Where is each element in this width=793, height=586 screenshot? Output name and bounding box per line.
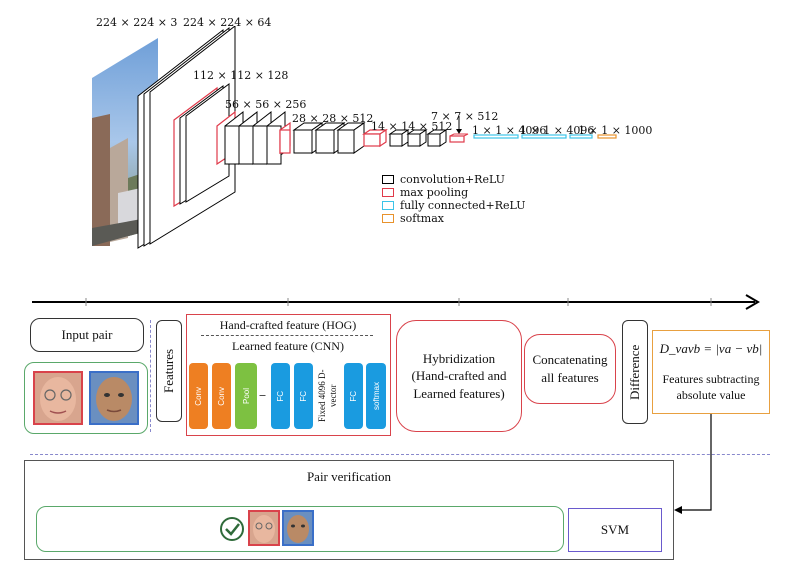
conv-layer-2: Conv (212, 363, 231, 429)
divider (201, 335, 373, 336)
formula-subtitle: Features subtracting absolute value (662, 372, 760, 403)
hybridization-box: Hybridization (Hand-crafted and Learned … (396, 320, 522, 432)
legend-swatch-fc (382, 201, 394, 210)
feature-extraction-box: Hand-crafted feature (HOG) Learned featu… (186, 314, 391, 436)
svm-box: SVM (568, 508, 662, 552)
legend-label: softmax (400, 212, 444, 225)
legend-swatch-pool (382, 188, 394, 197)
conv-block-4 (279, 121, 366, 155)
input-faces-panel (24, 362, 148, 434)
legend-swatch-softmax (382, 214, 394, 223)
timeline-arrow (32, 294, 760, 310)
difference-box: Difference (622, 320, 648, 424)
dim-label: 112 × 112 × 128 (193, 69, 289, 82)
flow-arrow (674, 414, 712, 514)
formula-box: D_vavb = |va − vb| Features subtracting … (652, 330, 770, 414)
concatenating-box: Concatenating all features (524, 334, 616, 404)
features-box: Features (156, 320, 182, 422)
check-circle-icon (220, 517, 244, 541)
features-label: Features (161, 348, 176, 394)
separator (150, 320, 151, 432)
dim-label: 56 × 56 × 256 (225, 98, 307, 111)
fc-layer-1: FC (271, 363, 290, 429)
conv-block-2 (173, 83, 230, 208)
input-pair-box: Input pair (30, 318, 144, 352)
face-2-image (89, 371, 139, 425)
fixed-vector-label: Fixed 4096 D-vector (317, 369, 338, 423)
legend-swatch-conv (382, 175, 394, 184)
dim-label: 224 × 224 × 3 (96, 16, 178, 29)
dim-label: 28 × 28 × 512 (292, 112, 374, 125)
difference-label: Difference (627, 344, 642, 400)
face-1-thumbnail (248, 510, 280, 546)
dim-label: 1 × 1 × 1000 (578, 124, 653, 137)
pair-verification-label: Pair verification (306, 469, 392, 484)
face-1-image (33, 371, 83, 425)
dim-label: 14 × 14 × 512 (371, 120, 453, 133)
conv-layer-1: Conv (189, 363, 208, 429)
fc-layers (449, 116, 617, 143)
dim-label: 7 × 7 × 512 (431, 110, 499, 123)
ellipsis: ...... (259, 389, 266, 398)
dim-label: 1 × 1 × 4096 (520, 124, 595, 137)
separator (30, 454, 770, 455)
conv-block-5 (362, 128, 448, 148)
hog-label: Hand-crafted feature (HOG) (219, 318, 357, 332)
legend-label: max pooling (400, 186, 469, 199)
softmax-layer: softmax (366, 363, 386, 429)
fc-layer-2: FC (294, 363, 313, 429)
legend-label: fully connected+ReLU (400, 199, 526, 212)
dim-label: 1 × 1 × 4096 (472, 124, 547, 137)
formula-text: D_vavb = |va − vb| (659, 341, 763, 356)
dim-label: 224 × 224 × 64 (183, 16, 272, 29)
cnn-feature-label: Learned feature (CNN) (232, 339, 344, 353)
face-2-thumbnail (282, 510, 314, 546)
fc-layer-3: FC (344, 363, 363, 429)
pool-layer: Pool (235, 363, 257, 429)
conv-block-3 (216, 110, 286, 166)
legend-label: convolution+ReLU (400, 173, 505, 186)
